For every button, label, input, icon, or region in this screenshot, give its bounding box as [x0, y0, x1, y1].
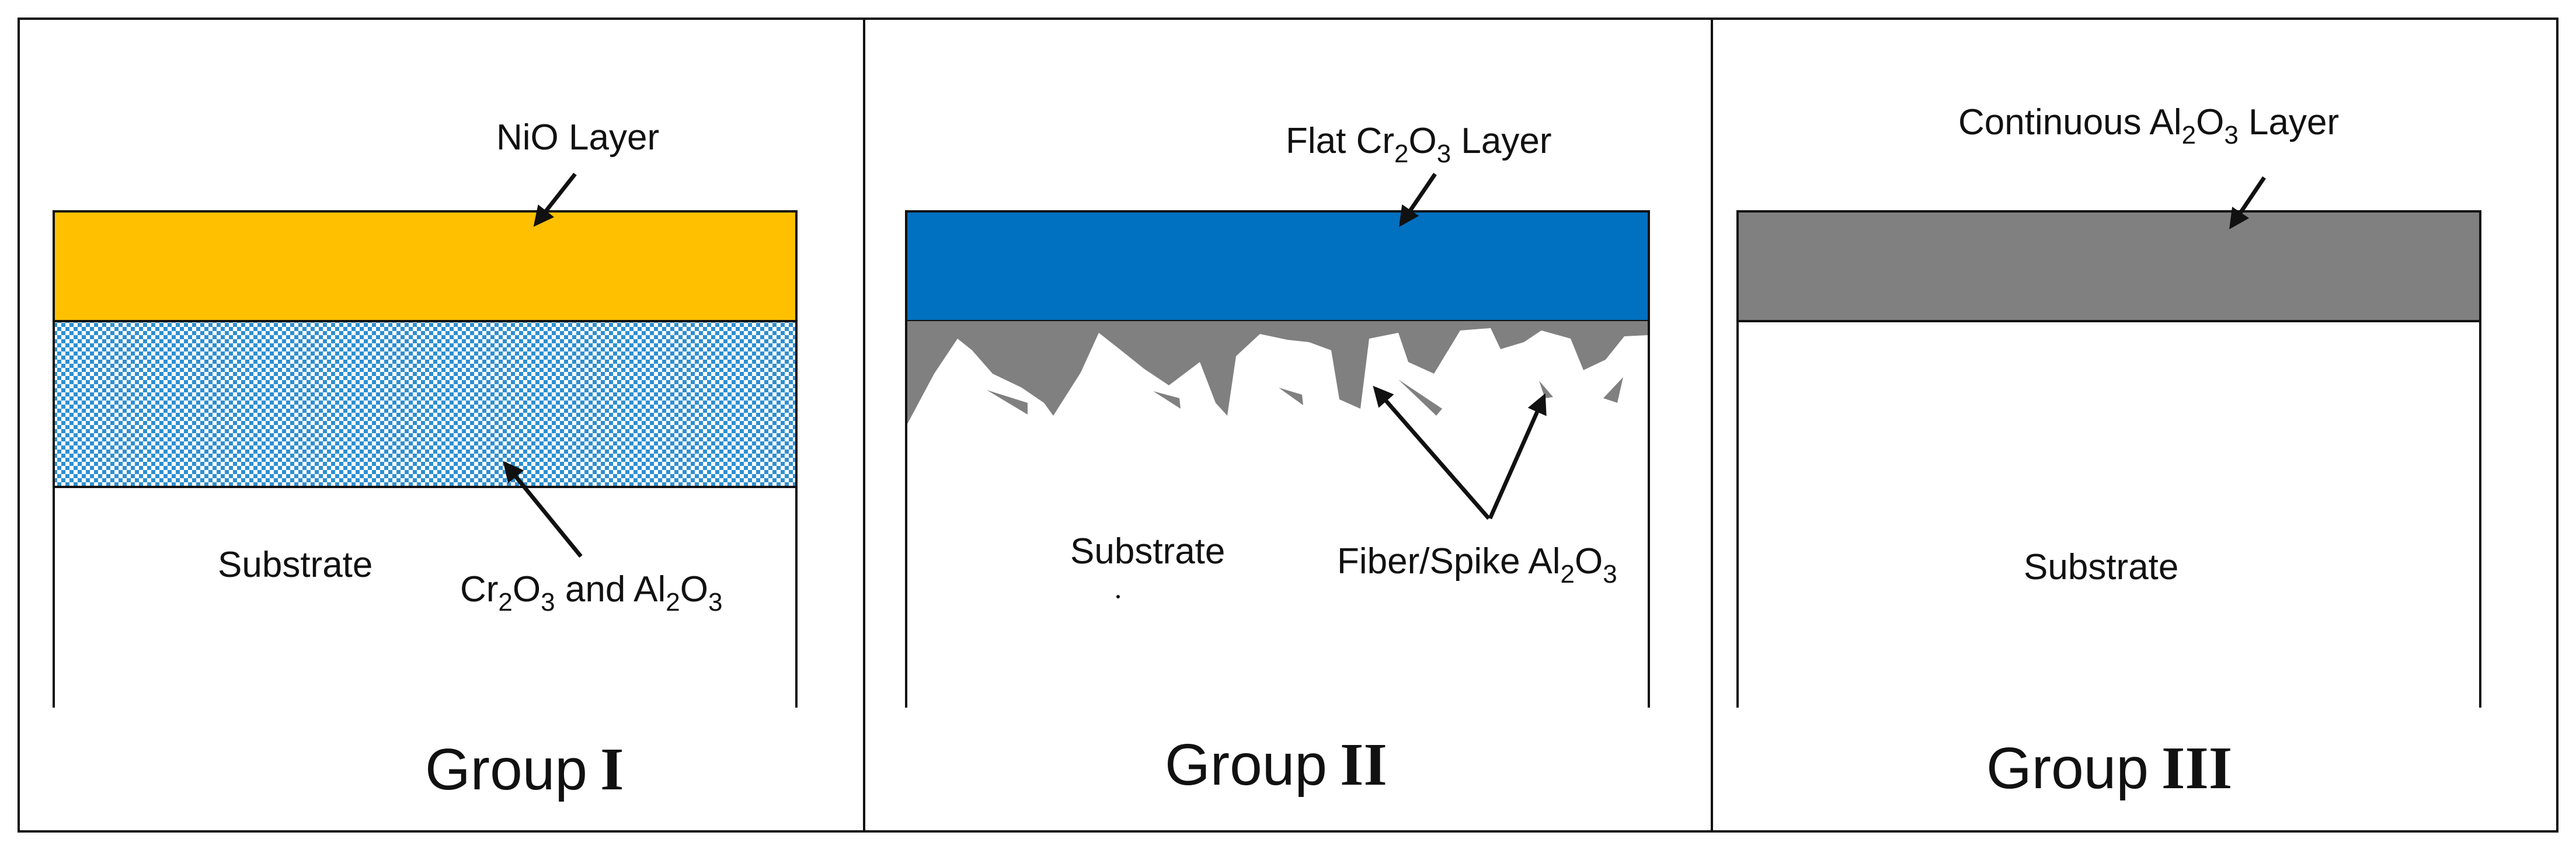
- outer-frame: [18, 18, 2558, 833]
- mixed-oxide-label: Cr2O3 and Al2O3: [460, 569, 722, 617]
- al2o3-spike-fragment: [1539, 381, 1553, 398]
- flat-cr2o3-arrow: [1399, 173, 1437, 227]
- al2o3-spike-fragment: [1153, 391, 1181, 409]
- continuous-al2o3-label: Continuous Al2O3 Layer: [1958, 102, 2339, 149]
- continuous-al2o3-arrow: [2229, 176, 2266, 229]
- mixed-oxide-layer: [53, 320, 798, 488]
- al2o3-spike-fragment: [987, 390, 1028, 415]
- flat-cr2o3-layer: [905, 210, 1650, 322]
- al2o3-spike-fragment: [1603, 377, 1623, 403]
- panel-group-1: NiO Layer Cr2O3 and Al2O3 Substrate Grou…: [53, 117, 798, 803]
- substrate-label: Substrate: [2024, 547, 2178, 587]
- flat-cr2o3-label: Flat Cr2O3 Layer: [1286, 121, 1552, 168]
- panel-group-2: Flat Cr2O3 Layer Substrate Fiber/Spike A…: [905, 121, 1650, 798]
- al2o3-spike-region: [906, 321, 1649, 426]
- continuous-al2o3-layer: [1736, 210, 2481, 322]
- substrate-label: Substrate: [1070, 531, 1225, 572]
- al2o3-spike-fragment: [1398, 380, 1442, 416]
- mixed-oxide-arrow: [503, 461, 583, 558]
- substrate-label: Substrate: [218, 545, 373, 585]
- spike-label: Fiber/Spike Al2O3: [1337, 541, 1617, 589]
- spike-arrow-left: [1373, 385, 1491, 520]
- al2o3-spike-fragment: [1279, 388, 1303, 405]
- spike-arrow-right: [1488, 393, 1547, 520]
- nio-layer-label: NiO Layer: [496, 117, 659, 158]
- nio-layer: [53, 210, 798, 322]
- nio-layer-arrow: [533, 172, 577, 227]
- stray-dot: [1116, 595, 1120, 598]
